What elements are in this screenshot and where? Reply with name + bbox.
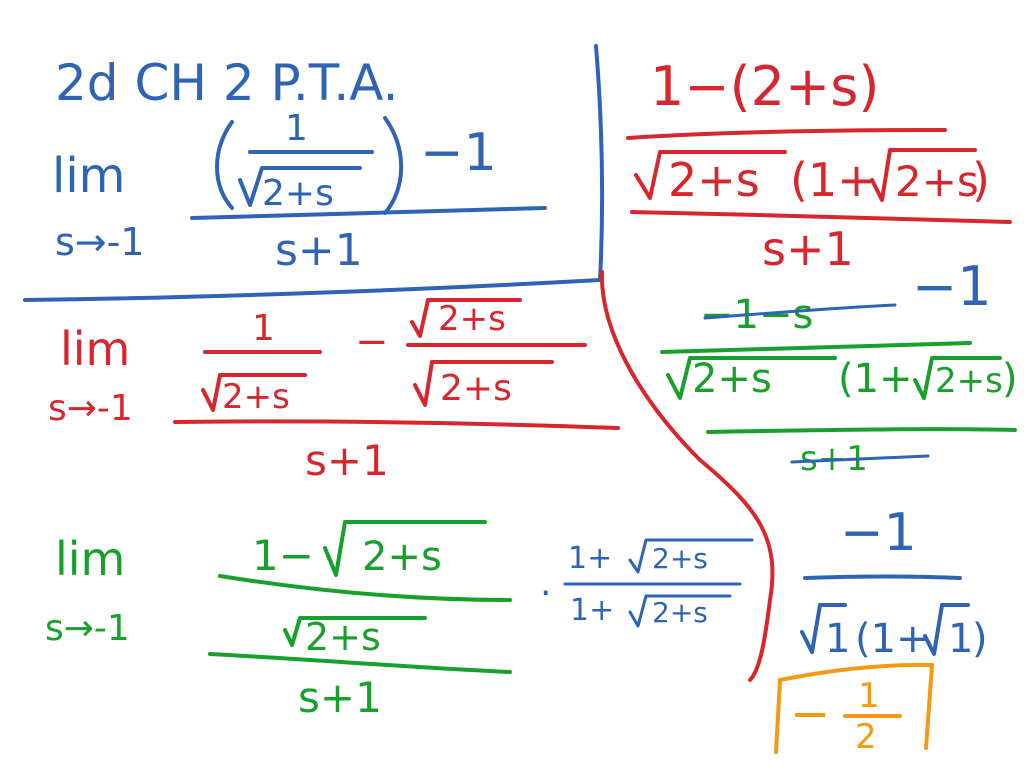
answer-denominator: 2	[855, 717, 877, 757]
right-red-sqrt1	[634, 150, 787, 200]
blue-conjugate-strokes	[563, 538, 754, 628]
right-red-radicand1: 2+s	[668, 153, 760, 207]
right-blue-sqrt2	[923, 603, 970, 656]
right-red-block: 1−(2+s) 2+s (1+ 2+s ) s+1	[650, 55, 990, 276]
right-blue-fraction-bar	[803, 574, 962, 580]
right-blue-radicand2: 1	[948, 616, 973, 662]
red-left-strokes	[173, 270, 775, 682]
strike-numerator	[703, 303, 897, 320]
answer-box-top	[778, 662, 934, 682]
conjugate-den-one: 1+	[570, 593, 614, 628]
blue-box-right-edge	[594, 44, 605, 282]
right-red-bottom: s+1	[762, 222, 854, 276]
blue-strokes	[23, 44, 605, 302]
right-red-paren-open: (1+	[790, 153, 876, 207]
blue-conjugate: · 1+ 2+s 1+ 2+s	[540, 541, 708, 629]
right-green-upper-bar	[660, 341, 972, 354]
red-main-fraction-bar	[173, 419, 620, 430]
conjugate-den-sqrt	[628, 594, 732, 628]
blue-lim: lim	[52, 148, 125, 204]
green-numerator-radicand: 2+s	[362, 534, 442, 580]
right-red-paren-close: )	[972, 153, 990, 207]
right-blue-paren-open: (1+	[855, 616, 930, 662]
right-green-sqrt1	[666, 356, 837, 400]
blue-paren-open	[215, 120, 234, 210]
red-step-block: lim s→-1 1 2+s − 2+s 2+s s+1	[48, 299, 512, 485]
red-frac1-sqrt	[201, 373, 307, 412]
red-frac2-num-sqrt	[410, 298, 522, 338]
answer-box-right	[924, 663, 934, 750]
red-frac2-numerator-radicand: 2+s	[438, 299, 506, 339]
blue-lim-subscript: s→-1	[55, 220, 145, 264]
right-red-sqrt2	[870, 148, 977, 202]
green-lim: lim	[55, 532, 125, 586]
green-lower-bar	[208, 652, 512, 674]
red-lim: lim	[60, 322, 130, 376]
right-red-strokes	[626, 128, 1012, 224]
conjugate-dot: ·	[540, 573, 551, 614]
conjugate-num-radicand: 2+s	[652, 542, 708, 575]
conjugate-num-sqrt	[628, 538, 754, 574]
right-blue-block: −1 1 (1+ 1 )	[825, 503, 988, 662]
right-green-paren-open: (1+	[838, 356, 913, 402]
green-denominator: s+1	[298, 673, 382, 722]
green-den-sqrt	[283, 616, 427, 647]
right-green-sqrt2	[913, 356, 1002, 400]
right-blue-strokes	[800, 574, 970, 656]
right-green-radicand2: 2+s	[935, 361, 1003, 401]
blue-sqrt-sign	[238, 166, 362, 207]
green-step-block: lim s→-1 1− 2+s 2+s s+1	[45, 531, 442, 722]
blue-minus-one: −1	[420, 123, 497, 183]
blue-denominator: s+1	[275, 225, 363, 276]
blue-inner-radicand: 2+s	[262, 173, 334, 214]
red-frac1-radicand: 2+s	[222, 377, 290, 417]
conjugate-den-radicand: 2+s	[652, 596, 708, 629]
blue-inner-numerator: 1	[285, 108, 308, 149]
right-green-radicand1: 2+s	[692, 356, 772, 402]
right-blue-paren-close: )	[972, 616, 988, 662]
blue-paren-close	[383, 116, 404, 215]
answer-numerator: 1	[858, 676, 880, 716]
right-green-lower-bar	[706, 427, 1017, 434]
answer-value: − 1 2	[790, 676, 880, 757]
right-red-radicand2: 2+s	[895, 157, 979, 206]
strike-bottom	[790, 454, 930, 464]
blue-problem-block: 2d CH 2 P.T.A. lim s→-1 1 2+s −1 s+1	[52, 54, 497, 276]
right-green-paren-close: )	[1002, 356, 1018, 402]
right-blue-replacement-minus-one: −1	[912, 255, 992, 318]
green-den-radicand: 2+s	[305, 615, 381, 659]
red-lim-subscript: s→-1	[48, 388, 133, 429]
green-num-sqrt	[323, 520, 487, 577]
red-minus: −	[355, 319, 389, 365]
red-frac2-den-sqrt	[413, 360, 554, 407]
green-upper-bar	[218, 574, 512, 602]
red-divider-curve	[599, 270, 775, 682]
right-red-lower-bar	[630, 210, 1012, 224]
header-text: 2d CH 2 P.T.A.	[55, 54, 399, 112]
right-blue-radicand1: 1	[825, 616, 850, 662]
red-frac1-numerator: 1	[252, 308, 275, 349]
red-denominator: s+1	[305, 436, 389, 485]
red-frac2-denominator-radicand: 2+s	[440, 368, 512, 409]
right-blue-replacement: −1	[912, 255, 992, 318]
blue-box-bottom-edge	[23, 278, 602, 302]
conjugate-num-one: 1+	[568, 541, 612, 576]
right-red-upper-bar	[626, 128, 947, 140]
right-blue-numerator: −1	[840, 503, 917, 563]
right-green-block: −1−s 2+s (1+ 2+s ) s+1	[692, 292, 1018, 479]
answer-box	[774, 662, 934, 754]
green-lim-subscript: s→-1	[45, 608, 130, 649]
answer-box-left	[774, 678, 782, 754]
answer-sign: −	[790, 686, 830, 742]
green-numerator-one: 1−	[252, 531, 314, 580]
green-left-strokes	[208, 520, 512, 674]
right-green-strokes	[660, 303, 1017, 464]
right-red-numerator: 1−(2+s)	[650, 55, 879, 118]
right-blue-sqrt1	[800, 603, 847, 654]
blue-main-fraction-bar	[190, 206, 547, 220]
